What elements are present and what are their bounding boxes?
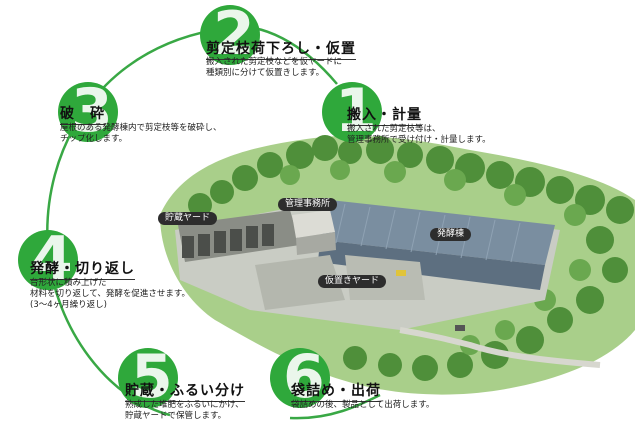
step-2-desc-line-2: 種類別に分けて仮置きします。 xyxy=(206,68,325,78)
car xyxy=(455,325,465,331)
step-5-desc-line-1: 熟成した堆肥をふるいにかけ、 xyxy=(125,400,244,410)
step-1-circle xyxy=(322,82,382,142)
step-4-desc-line-2: 材料を切り返して、発酵を促進させます。 xyxy=(30,289,190,299)
step-3-desc-line-1: 屋根のある発酵棟内で剪定枝等を破砕し、 xyxy=(60,123,222,133)
label-storage-yard: 貯蔵ヤード xyxy=(158,212,218,225)
truck xyxy=(396,270,406,276)
step-6-title: 袋詰め・出荷 xyxy=(291,380,381,402)
step-2-desc-line-1: 搬入された剪定枝などを仮ヤードに xyxy=(206,57,343,67)
step-5-title: 貯蔵・ふるい分け xyxy=(125,380,245,402)
step-5-desc-line-2: 貯蔵ヤードで保管します。 xyxy=(125,411,227,421)
label-admin-office: 管理事務所 xyxy=(278,198,338,211)
step-4-title: 発酵・切り返し xyxy=(30,258,135,280)
step-2-title: 剪定枝荷下ろし・仮置 xyxy=(206,38,356,60)
step-2-circle xyxy=(200,5,260,65)
step-1-number: 1 xyxy=(335,76,377,146)
step-6-number: 6 xyxy=(283,342,325,412)
label-temporary-yard: 仮置きヤード xyxy=(318,275,387,288)
step-5-circle xyxy=(118,348,178,408)
step-6-desc-line-1: 袋詰めの後、製品として出荷します。 xyxy=(291,400,435,410)
step-1-desc-line-1: 搬入された剪定枝等は、 xyxy=(347,124,441,134)
step-4-desc-line-3: (3～4ヶ月繰り返し) xyxy=(30,300,107,310)
step-5-number: 5 xyxy=(131,342,173,412)
step-3-circle xyxy=(58,82,118,142)
step-2-number: 2 xyxy=(213,0,255,69)
step-1-desc-line-2: 管理事務所で受け付け・計量します。 xyxy=(347,135,491,145)
step-3-number: 3 xyxy=(71,76,113,146)
step-3-desc-line-2: チップ化します。 xyxy=(60,134,128,144)
step-4-circle xyxy=(18,230,78,290)
step-6-circle xyxy=(270,348,330,408)
access-road xyxy=(399,327,601,368)
admin-office-building xyxy=(292,210,336,255)
step-4-desc-line-1: 台形状に積み上げた xyxy=(30,278,107,288)
step-1-title: 搬入・計量 xyxy=(347,104,422,126)
label-fermentation-building: 発酵棟 xyxy=(430,228,472,241)
step-3-title: 破 砕 xyxy=(60,103,105,125)
